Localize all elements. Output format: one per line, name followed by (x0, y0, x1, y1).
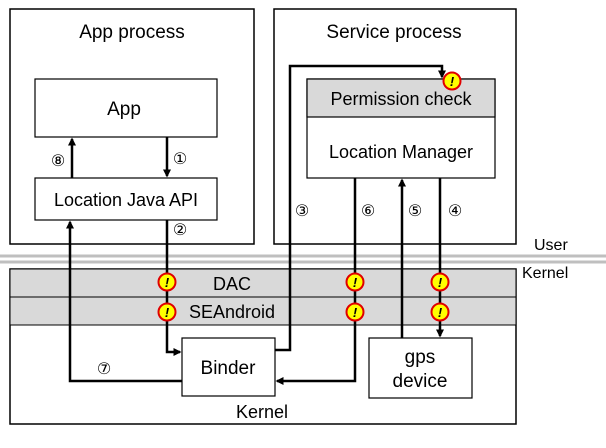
warning-icon-dac-step4: ! (430, 272, 450, 292)
gps-device-label-line2: device (393, 371, 448, 392)
app-box (34, 78, 218, 138)
location-manager-label: Location Manager (329, 142, 473, 162)
gps-device-box (368, 337, 473, 399)
step-label-2: ② (173, 220, 187, 239)
step-label-5: ⑤ (408, 201, 422, 220)
service-process-title: Service process (326, 22, 461, 43)
step-label-7: ⑦ (97, 359, 111, 378)
step-label-3: ③ (295, 201, 309, 220)
warning-icon-seandroid-step6: ! (345, 302, 365, 322)
permission-check-label: Permission check (330, 89, 472, 109)
warning-mark: ! (353, 275, 358, 290)
warning-mark: ! (450, 74, 455, 89)
step-label-8: ⑧ (51, 151, 65, 170)
permission-check-band (306, 78, 496, 118)
step-label-4: ④ (448, 201, 462, 220)
step-label-6: ⑥ (361, 201, 375, 220)
warning-mark: ! (165, 305, 170, 320)
arrow-step6 (275, 178, 357, 385)
binder-label: Binder (201, 358, 257, 379)
warning-mark: ! (438, 275, 443, 290)
location-java-api-label: Location Java API (54, 190, 198, 210)
app-label: App (107, 99, 141, 120)
step-label-1: ① (173, 149, 187, 168)
warning-icon-seandroid-step2: ! (157, 302, 177, 322)
warning-mark: ! (353, 305, 358, 320)
arrow-step3 (275, 64, 446, 352)
gps-device-label-line1: gps (405, 347, 436, 368)
warning-icon-dac-step2: ! (157, 272, 177, 292)
seandroid-label: SEAndroid (189, 302, 275, 322)
kernel-label-right: Kernel (522, 265, 568, 282)
kernel-label-bottom: Kernel (236, 402, 288, 422)
dac-label: DAC (213, 274, 251, 294)
warning-icon-seandroid-step4: ! (430, 302, 450, 322)
warning-icon-dac-step6: ! (345, 272, 365, 292)
warning-icon-permission-check: ! (442, 71, 462, 91)
user-label: User (534, 237, 568, 254)
warning-mark: ! (438, 305, 443, 320)
arrow-step2 (165, 220, 182, 356)
arrow-step7 (66, 220, 182, 383)
app-process-title: App process (79, 22, 185, 43)
warning-mark: ! (165, 275, 170, 290)
location-java-api-box (34, 177, 218, 221)
binder-box (181, 337, 276, 397)
